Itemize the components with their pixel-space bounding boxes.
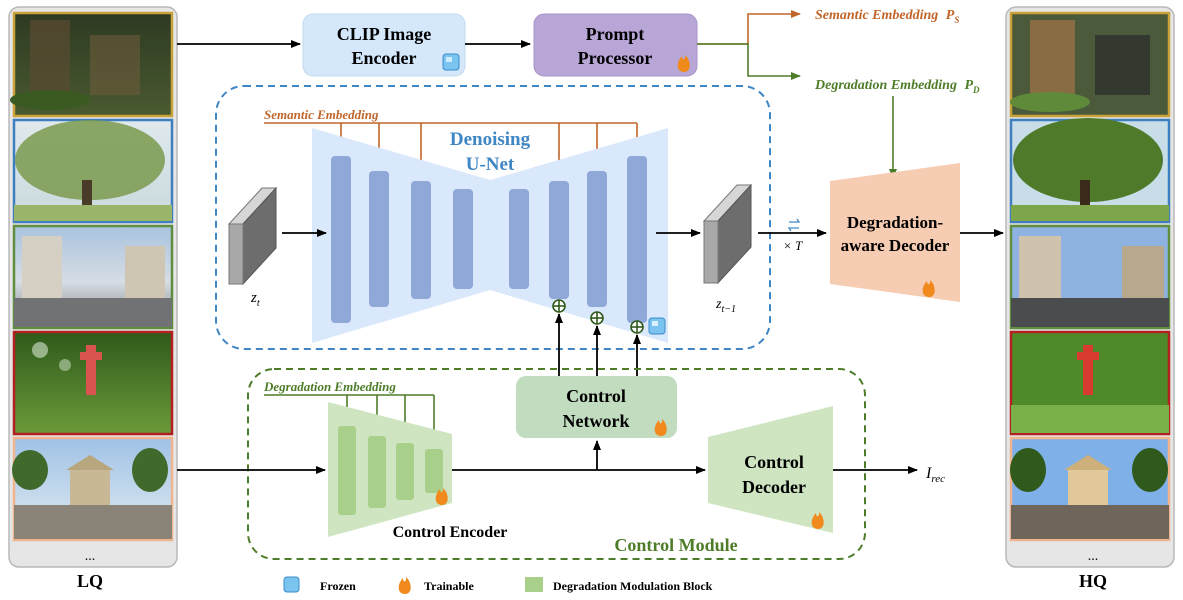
unet-layer [509, 189, 529, 289]
unet-layer [627, 156, 647, 323]
unet-layer [411, 181, 431, 299]
loop-icon [787, 218, 801, 232]
semantic-embedding-input-label: Semantic Embedding [264, 107, 379, 122]
decoder-line2: aware Decoder [841, 236, 950, 255]
arrow-degradation-embedding [697, 43, 801, 80]
control-encoder-blocks [338, 426, 443, 515]
prompt-processor-line1: Prompt [586, 24, 645, 44]
degradation-modulation-block [338, 426, 356, 515]
hq-ellipsis: ... [1088, 549, 1099, 564]
irec-label: Irec [925, 465, 945, 485]
degradation-modulation-block [368, 436, 386, 508]
trainable-icon [922, 280, 935, 297]
arrow-semantic-embedding [697, 10, 801, 45]
lq-image-1 [10, 11, 174, 118]
lq-image-2 [12, 118, 174, 224]
lq-image-4 [12, 330, 174, 436]
degradation-modulation-block [425, 449, 443, 493]
unet-layer [587, 171, 607, 307]
add-nodes [552, 299, 644, 334]
legend: Frozen Trainable Degradation Modulation … [283, 576, 713, 594]
legend-trainable-label: Trainable [424, 579, 474, 593]
add-node-3 [630, 320, 644, 334]
unet-layer [369, 171, 389, 307]
legend-block: Degradation Modulation Block [525, 577, 713, 593]
control-encoder: Control Encoder [328, 402, 507, 541]
legend-block-label: Degradation Modulation Block [553, 579, 713, 593]
degradation-embedding-input-label: Degradation Embedding [263, 379, 396, 394]
hq-image-1 [1009, 11, 1171, 118]
control-module-region [247, 368, 866, 560]
hq-column: ... HQ [1005, 6, 1175, 591]
decoder-line1: Degradation- [847, 213, 944, 232]
hq-image-3 [1009, 224, 1171, 330]
control-decoder: Control Decoder [708, 406, 833, 533]
control-network: Control Network [516, 376, 677, 438]
lq-image-3 [12, 224, 174, 330]
trainable-icon [435, 488, 448, 505]
clip-image-encoder: CLIP Image Encoder [302, 13, 466, 77]
add-node-1 [552, 299, 566, 313]
zt1-label: zt−1 [715, 297, 736, 315]
prompt-processor: Prompt Processor [533, 13, 698, 77]
unet-layer [453, 189, 473, 289]
degradation-modulation-block [396, 443, 414, 500]
legend-frozen: Frozen [283, 576, 356, 593]
unet-title-line2: U-Net [466, 154, 515, 175]
latent-zt [227, 186, 278, 286]
zt-label: zt [250, 290, 260, 309]
control-module-label: Control Module [614, 535, 737, 555]
hq-label: HQ [1079, 571, 1107, 591]
frozen-icon [648, 317, 666, 335]
prompt-processor-line2: Processor [578, 48, 653, 68]
unet-decoder-half [490, 128, 668, 343]
control-network-line1: Control [566, 386, 626, 406]
unet-title-line1: Denoising [450, 129, 531, 150]
unet-layers [331, 156, 647, 323]
frozen-icon [442, 53, 460, 71]
clip-encoder-line1: CLIP Image [337, 24, 432, 44]
lq-ellipsis: ... [85, 549, 96, 564]
trainable-icon [677, 55, 690, 72]
add-node-2 [590, 311, 604, 325]
control-encoder-label: Control Encoder [393, 524, 508, 541]
control-decoder-line1: Control [744, 452, 804, 472]
trainable-icon [811, 512, 824, 529]
lq-column: ... LQ [8, 6, 178, 591]
clip-encoder-line2: Encoder [352, 48, 417, 68]
control-network-line2: Network [563, 411, 630, 431]
control-decoder-line2: Decoder [742, 477, 806, 497]
lq-label: LQ [77, 571, 103, 591]
legend-frozen-label: Frozen [320, 579, 356, 593]
semantic-embedding-output-label: Semantic Embedding PS [815, 8, 959, 25]
unet-encoder-half [312, 128, 490, 343]
loop-times-label: × T [783, 238, 803, 253]
unet-layer [549, 181, 569, 299]
trainable-icon [398, 577, 411, 594]
hq-image-2 [1009, 118, 1171, 224]
unet-layer [331, 156, 351, 323]
hq-image-5 [1009, 436, 1171, 542]
degradation-aware-decoder: Degradation- aware Decoder [830, 163, 960, 302]
lq-image-5 [12, 436, 174, 542]
hq-image-4 [1009, 330, 1171, 436]
latent-zt-minus-1 [702, 183, 753, 285]
trainable-icon [654, 419, 667, 436]
legend-trainable: Trainable [398, 577, 474, 594]
degradation-embedding-output-label: Degradation Embedding PD [814, 78, 980, 95]
frozen-icon [283, 576, 300, 593]
degradation-modulation-block [525, 577, 543, 592]
